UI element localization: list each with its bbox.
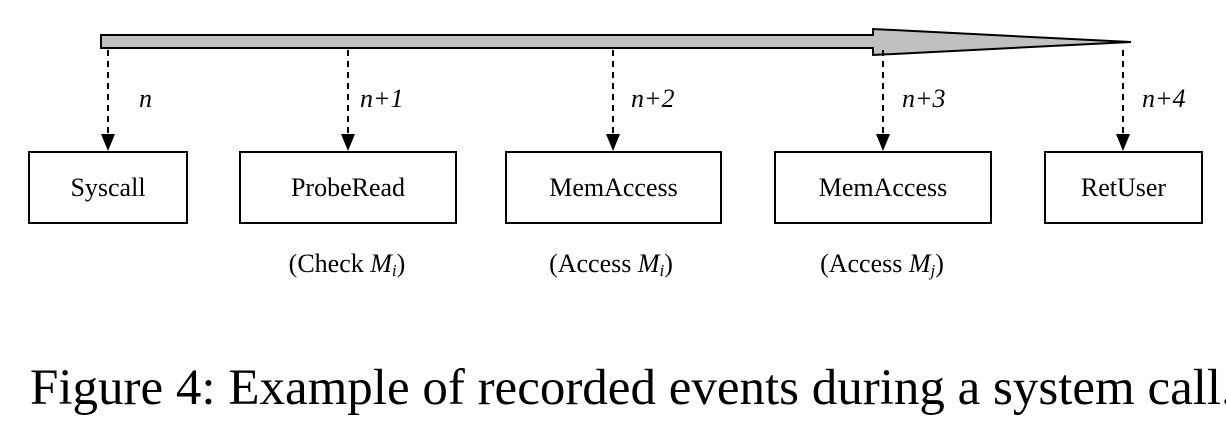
annotation-check-mi: (Check Mi) (289, 249, 406, 279)
step-label-memaccess-2: n+3 (902, 84, 946, 113)
arrowhead-icon (341, 134, 355, 151)
connector-memaccess-1 (606, 50, 620, 151)
event-box-memaccess-2: MemAccess (774, 151, 992, 224)
annotation-prefix: (Access (820, 249, 909, 278)
annotation-access-mi: (Access Mi) (549, 249, 673, 279)
annotation-prefix: (Check (288, 249, 371, 278)
step-label-memaccess-1: n+2 (631, 84, 675, 113)
annotation-subscript: i (659, 261, 665, 280)
event-box-retuser: RetUser (1044, 151, 1203, 224)
event-label: MemAccess (818, 172, 948, 202)
annotation-suffix: ) (396, 249, 406, 278)
arrowhead-icon (876, 134, 890, 151)
event-label: MemAccess (549, 172, 678, 202)
annotation-variable: M (908, 249, 931, 278)
step-label-retuser: n+4 (1142, 84, 1186, 113)
event-box-proberead: ProbeRead (239, 151, 457, 224)
arrowhead-icon (606, 134, 620, 151)
annotation-prefix: (Access (549, 249, 638, 278)
connector-proberead (341, 50, 355, 151)
connector-retuser (1116, 50, 1130, 151)
event-label: Syscall (70, 172, 146, 202)
annotation-variable: M (370, 249, 392, 278)
connector-memaccess-2 (876, 50, 890, 151)
annotation-variable: M (637, 249, 660, 278)
annotation-suffix: ) (935, 249, 944, 278)
event-label: ProbeRead (290, 172, 406, 202)
arrowhead-icon (101, 134, 115, 151)
annotation-access-mj: (Access Mj) (820, 249, 944, 279)
annotation-subscript: j (930, 261, 936, 280)
connector-syscall (101, 50, 115, 151)
event-label: RetUser (1080, 172, 1167, 202)
step-label-proberead: n+1 (360, 84, 404, 113)
event-box-syscall: Syscall (28, 151, 188, 224)
timeline-arrow (100, 27, 1132, 57)
event-box-memaccess-1: MemAccess (505, 151, 722, 224)
step-label-syscall: n (139, 84, 152, 113)
figure-caption: Figure 4: Example of recorded events dur… (30, 360, 1226, 416)
annotation-suffix: ) (664, 249, 673, 278)
annotation-subscript: i (391, 261, 397, 280)
arrowhead-icon (1116, 134, 1130, 151)
